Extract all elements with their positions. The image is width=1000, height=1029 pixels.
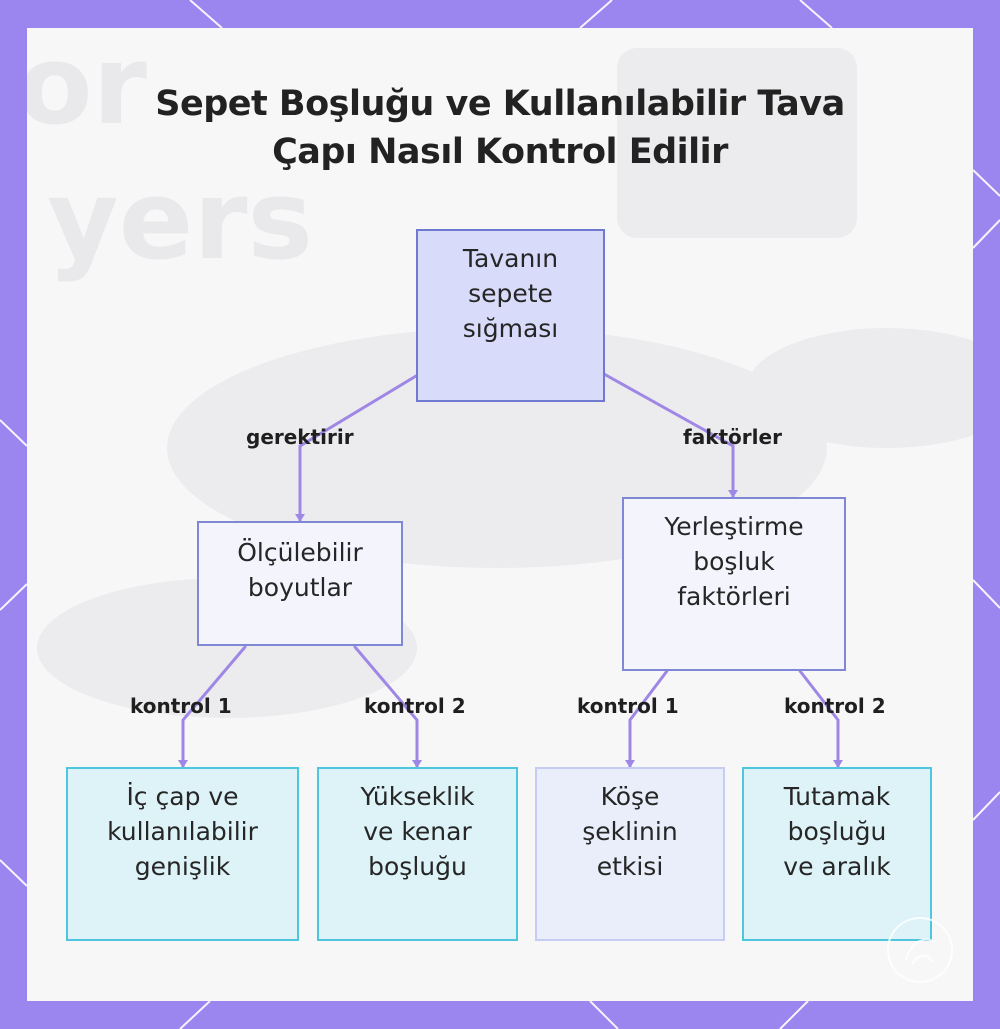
arrowhead — [178, 760, 188, 768]
edge-label-requires: gerektirir — [246, 425, 354, 449]
node-handle-clearance: Tutamak boşluğu ve aralık — [742, 767, 932, 941]
node-text-line: boyutlar — [247, 573, 353, 602]
node-pan-fits-basket: Tavanın sepete sığması — [416, 229, 605, 402]
node-text-line: boşluğu — [368, 852, 467, 881]
node-text-line: Tavanın — [462, 244, 559, 273]
edge-root-to-placement — [602, 372, 735, 499]
node-text-line: ve aralık — [783, 852, 891, 881]
node-inner-diameter: İç çap ve kullanılabilir genişlik — [66, 767, 299, 941]
node-height-clearance: Yükseklik ve kenar boşluğu — [317, 767, 518, 941]
node-text-line: boşluk — [693, 547, 775, 576]
edge-measurable-to-inner-diameter — [181, 645, 247, 769]
node-text-line: kullanılabilir — [107, 817, 258, 846]
node-placement-clearance-factors: Yerleştirme boşluk faktörleri — [622, 497, 846, 671]
edge-placement-to-handle — [798, 669, 840, 769]
title-line-2: Çapı Nasıl Kontrol Edilir — [272, 132, 728, 172]
node-text-line: ve kenar — [363, 817, 472, 846]
arrowhead — [833, 760, 843, 768]
edge-label-check-2-right: kontrol 2 — [784, 694, 886, 718]
node-text-line: Tutamak — [783, 782, 891, 811]
edge-label-factors: faktörler — [683, 425, 782, 449]
node-text-line: genişlik — [134, 852, 231, 881]
edge-label-check-1-left: kontrol 1 — [130, 694, 232, 718]
node-measurable-dimensions: Ölçülebilir boyutlar — [197, 521, 403, 646]
arrowhead — [295, 514, 305, 522]
node-text-line: İç çap ve — [126, 782, 239, 811]
node-text-line: Köşe — [600, 782, 660, 811]
watermark-logo-icon — [887, 917, 953, 983]
node-corner-shape: Köşe şeklinin etkisi — [535, 767, 725, 941]
node-text-line: sepete — [468, 279, 553, 308]
edge-measurable-to-height — [353, 645, 419, 769]
edge-placement-to-corner — [628, 669, 669, 769]
diagram-title: Sepet Boşluğu ve Kullanılabilir Tava Çap… — [120, 80, 880, 176]
node-text-line: etkisi — [596, 852, 664, 881]
edge-label-check-1-right: kontrol 1 — [577, 694, 679, 718]
node-text-line: Ölçülebilir — [237, 538, 363, 567]
arrowhead — [412, 760, 422, 768]
svg-text:yers: yers — [47, 156, 313, 284]
edge-label-check-2-left: kontrol 2 — [364, 694, 466, 718]
node-text-line: sığması — [462, 314, 559, 343]
arrowhead — [625, 760, 635, 768]
edge-root-to-measurable — [298, 374, 418, 523]
node-text-line: Yükseklik — [360, 782, 475, 811]
arrowhead — [728, 490, 738, 498]
node-text-line: boşluğu — [787, 817, 887, 846]
node-text-line: Yerleştirme — [664, 512, 804, 541]
title-line-1: Sepet Boşluğu ve Kullanılabilir Tava — [155, 84, 845, 124]
node-text-line: faktörleri — [677, 582, 791, 611]
svg-text:or: or — [27, 28, 147, 149]
node-text-line: şeklinin — [582, 817, 678, 846]
